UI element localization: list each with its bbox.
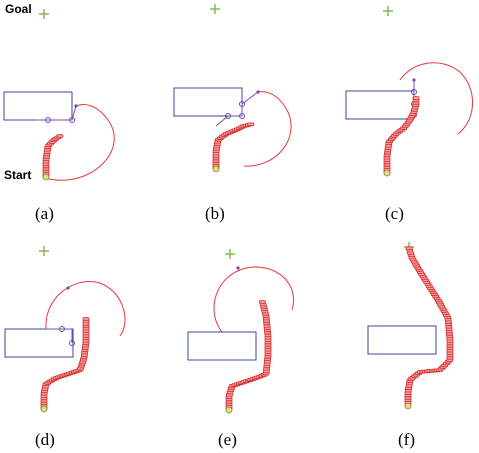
goal-label: Goal — [5, 2, 32, 16]
trail-marker — [247, 122, 255, 127]
search-arc — [44, 104, 115, 181]
start-marker — [383, 169, 391, 177]
obstacle-rect — [367, 325, 437, 355]
panel-f: (f) — [367, 242, 454, 449]
tangent-node — [225, 113, 231, 119]
tangent-node — [59, 326, 65, 332]
robot-trail — [383, 96, 420, 174]
search-arc — [213, 266, 294, 333]
start-marker — [212, 165, 220, 173]
goal-marker — [39, 9, 49, 19]
robot-trail — [40, 317, 90, 410]
panel-caption: (e) — [218, 430, 237, 449]
panel-caption: (c) — [385, 204, 404, 223]
tangent-path — [36, 105, 77, 121]
robot-trail — [42, 134, 64, 178]
trail-marker — [82, 317, 90, 321]
start-marker — [225, 406, 233, 414]
goal-marker — [39, 246, 49, 256]
search-arc — [45, 281, 126, 337]
trail-marker — [56, 134, 64, 138]
tangent-node — [411, 89, 417, 95]
panel-caption: (f) — [398, 430, 415, 449]
panel-caption: (a) — [35, 204, 54, 223]
tangent-node — [236, 266, 240, 270]
goal-marker — [383, 6, 393, 16]
trail-marker — [412, 96, 420, 100]
robot-trail — [212, 122, 255, 170]
start-label: Start — [4, 168, 31, 182]
tangent-node — [69, 117, 75, 123]
goal-marker — [225, 249, 235, 259]
tangent-node — [412, 78, 416, 82]
tangent-path — [215, 91, 259, 127]
search-arc — [399, 62, 473, 135]
panel-caption: (b) — [205, 204, 225, 223]
search-arc — [243, 91, 292, 167]
panel-c: (c) — [345, 6, 473, 223]
panel-a: Goal Start (a) — [3, 2, 115, 223]
trail-marker — [259, 300, 266, 304]
robot-trail — [404, 246, 454, 407]
tangent-node — [69, 340, 75, 346]
tangent-path — [46, 328, 73, 343]
obstacle-rect — [187, 331, 257, 361]
start-marker — [404, 402, 412, 410]
tangent-node — [45, 117, 51, 123]
obstacle-rect — [4, 328, 74, 358]
panel-d: (d) — [4, 246, 126, 449]
panel-b: (b) — [173, 4, 292, 223]
tangent-node — [239, 113, 245, 119]
robot-trail — [225, 300, 272, 411]
tangent-node — [74, 104, 78, 108]
panel-caption: (d) — [35, 430, 55, 449]
panel-e: (e) — [187, 249, 294, 449]
tangent-node — [239, 101, 245, 107]
obstacle-rect — [345, 90, 415, 120]
tangent-node — [256, 90, 260, 94]
trail-marker — [405, 246, 413, 251]
obstacle-rect — [3, 91, 73, 121]
goal-marker — [210, 4, 220, 14]
start-marker — [40, 405, 48, 413]
tangent-node — [66, 286, 70, 290]
obstacle-rect — [173, 87, 243, 117]
start-marker — [42, 173, 50, 181]
